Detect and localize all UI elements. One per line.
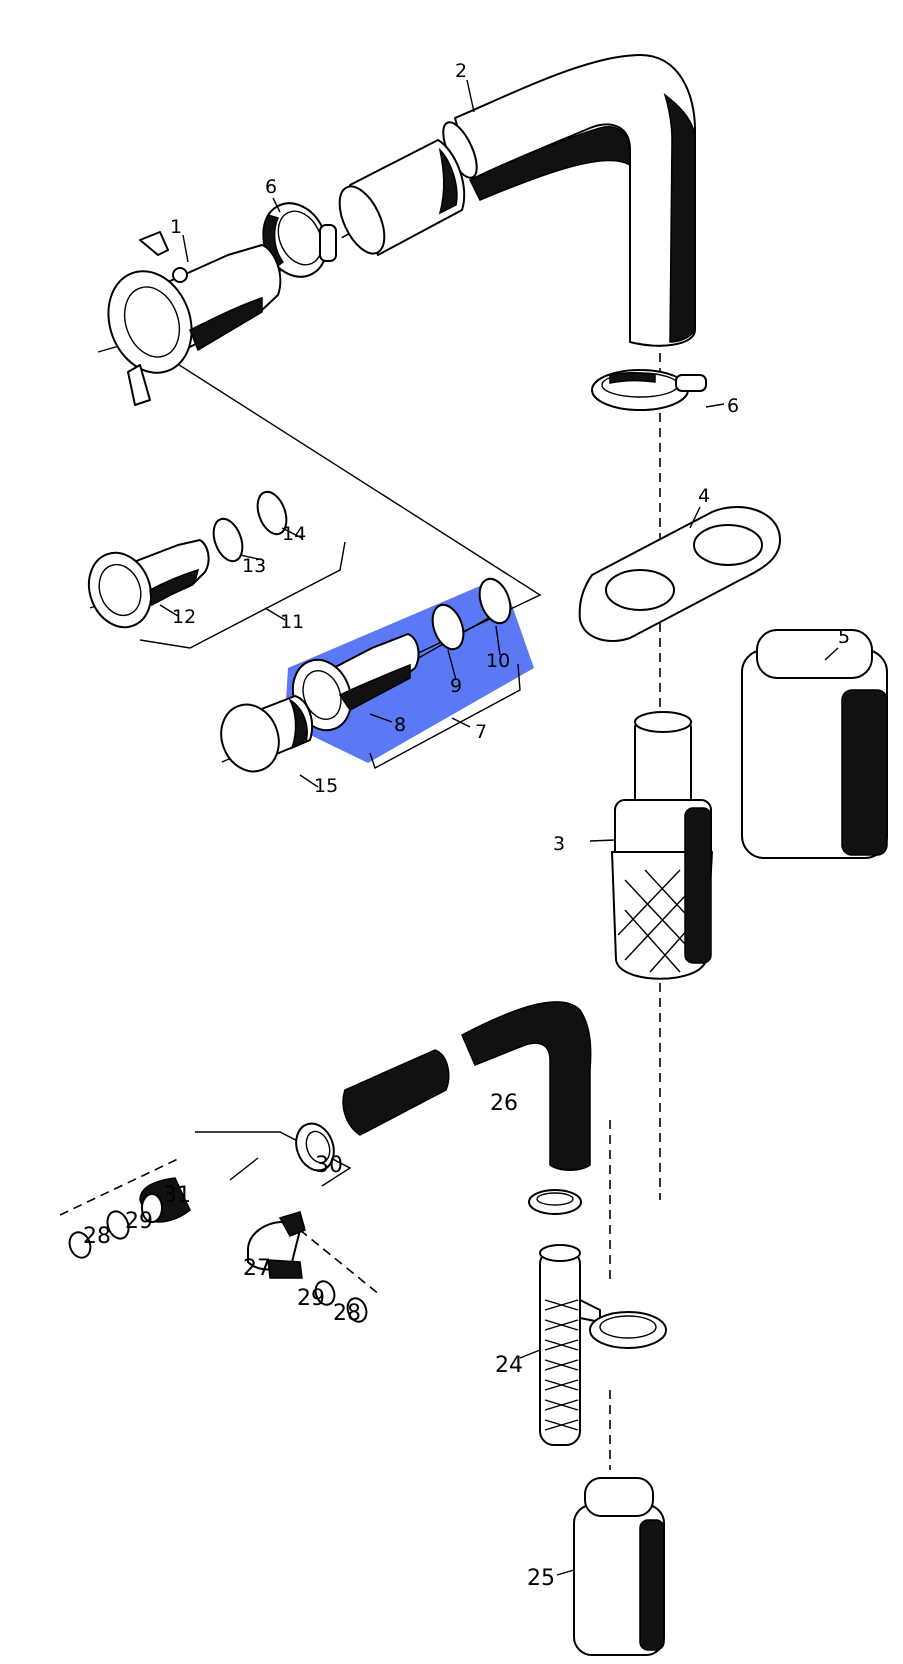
callout-7: 7: [475, 721, 487, 743]
callout-labels: 1 2 3 4 5 6 6 7 8 9 10 11 12 13 14 15 24…: [83, 60, 850, 1591]
suction-strainer: [611, 711, 713, 980]
callout-3: 3: [553, 833, 565, 855]
callout-9: 9: [450, 675, 462, 697]
hose-clamp-lower: [528, 1189, 582, 1215]
dust-cap: [220, 695, 314, 773]
callout-31: 31: [163, 1183, 191, 1208]
callout-2: 2: [455, 60, 467, 82]
callout-25: 25: [527, 1566, 555, 1591]
callout-10: 10: [486, 650, 510, 672]
callout-8: 8: [394, 714, 406, 736]
hose-clamp-30: [295, 1122, 335, 1172]
callout-13: 13: [242, 555, 266, 577]
o-rings-13-14: [212, 490, 288, 563]
callout-26: 26: [490, 1091, 518, 1116]
elbow-27: [247, 1211, 306, 1279]
callout-28a: 28: [83, 1224, 111, 1249]
callout-4: 4: [698, 485, 710, 507]
callout-29a: 29: [125, 1209, 153, 1234]
bottle-large: [741, 629, 888, 859]
callout-28b: 28: [333, 1301, 361, 1326]
callout-27: 27: [243, 1256, 271, 1281]
mounting-plate: [578, 506, 781, 642]
callout-24: 24: [495, 1353, 523, 1378]
valve-body: [107, 231, 282, 406]
o-rings-28-29-left: [68, 1210, 130, 1259]
callout-1: 1: [170, 216, 182, 238]
callout-6b: 6: [727, 395, 739, 417]
callout-14: 14: [282, 523, 306, 545]
fitting-31: [139, 1177, 191, 1223]
hose-bend-26: [342, 1001, 592, 1171]
callout-12: 12: [172, 606, 196, 628]
bottle-small: [573, 1477, 665, 1656]
callout-11: 11: [280, 611, 304, 633]
bent-pipe: [442, 54, 696, 347]
strainer-hose-24: [539, 1244, 667, 1446]
coupling-12: [87, 539, 210, 629]
o-rings-28-29-right: [314, 1280, 368, 1323]
leader-lines: [159, 79, 839, 1576]
callout-5: 5: [838, 626, 850, 648]
callout-29b: 29: [297, 1286, 325, 1311]
callout-6a: 6: [265, 176, 277, 198]
hose-clamp-right: [591, 369, 707, 411]
pipe-sleeve: [338, 139, 466, 256]
callout-30: 30: [315, 1153, 343, 1178]
callout-15: 15: [314, 775, 338, 797]
o-rings-9-10: [431, 577, 512, 651]
